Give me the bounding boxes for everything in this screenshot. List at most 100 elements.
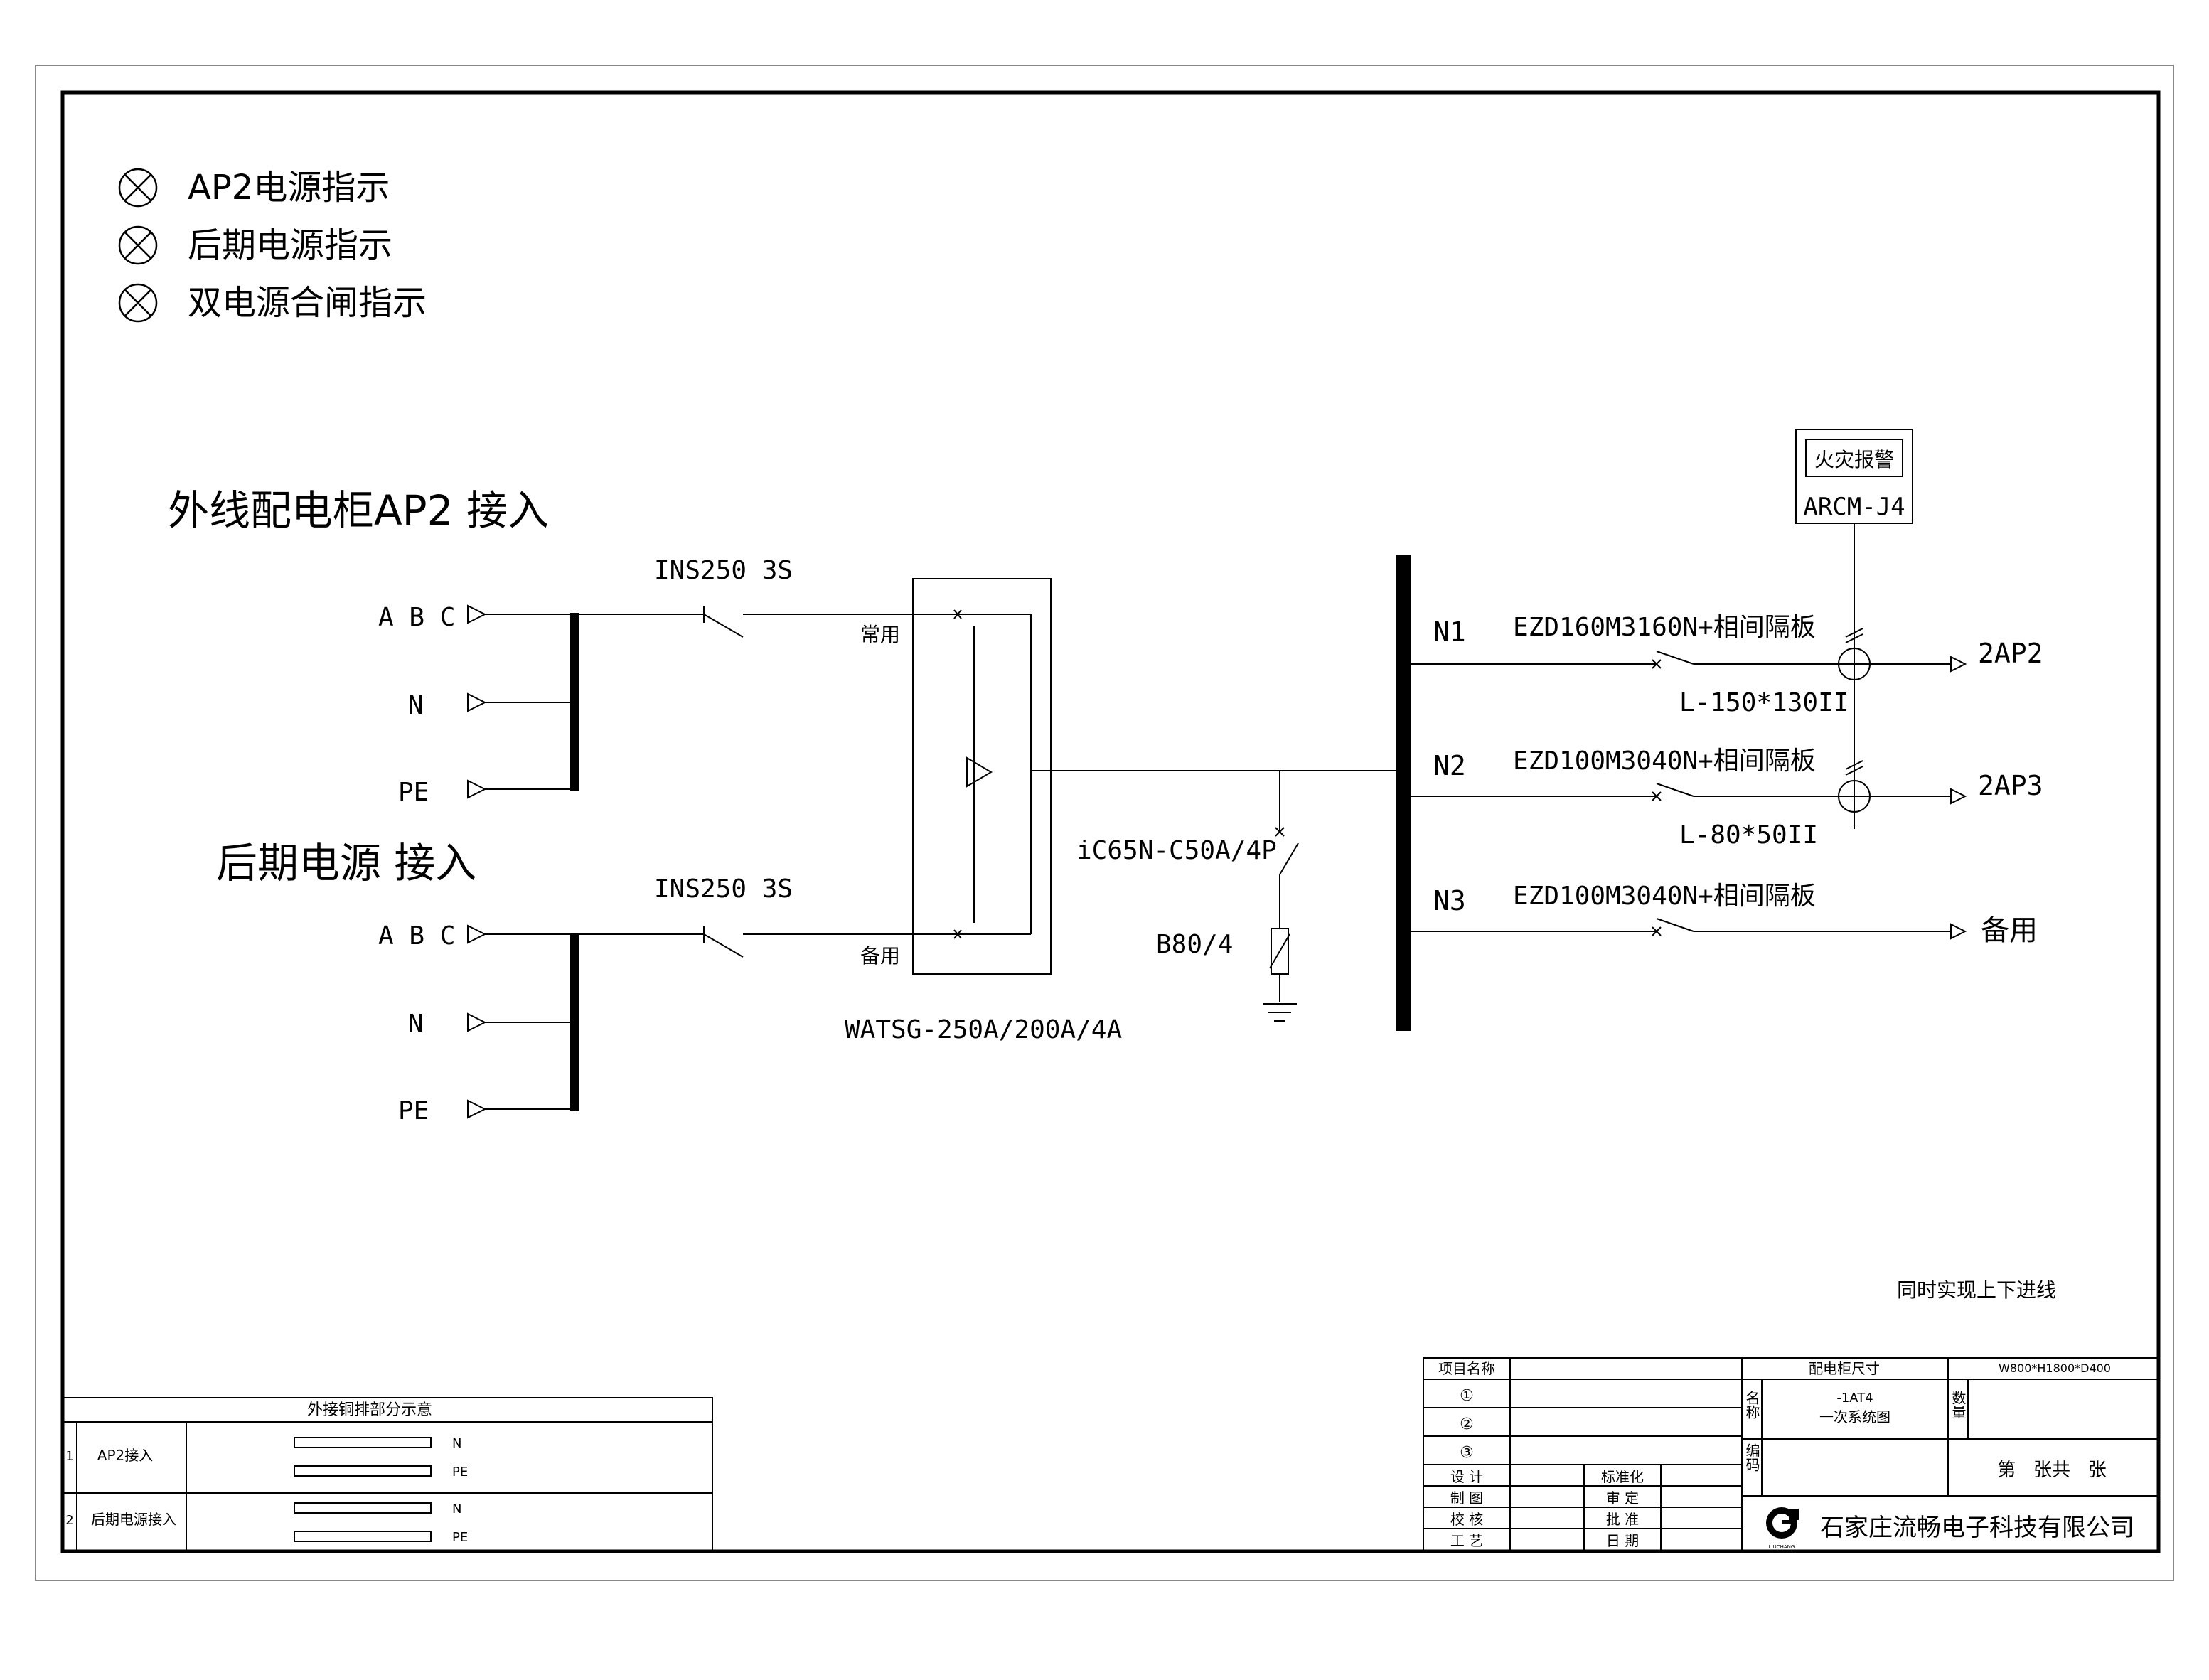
company-name: 石家庄流畅电子科技有限公司: [1820, 1514, 2134, 1542]
feeder-n3: N3 EZD100M3040N+相间隔板 备用: [1411, 882, 2038, 947]
fire-alarm-label: 火灾报警: [1814, 448, 1894, 471]
ats-model: WATSG-250A/200A/4A: [845, 1015, 1122, 1044]
feeder-destination: 备用: [1981, 914, 2038, 947]
breaker-contact: [703, 933, 744, 958]
current-transformer-icon: [1838, 648, 1871, 680]
logo-text: LIUCHANG: [1769, 1544, 1795, 1550]
ct-tick: [1845, 760, 1863, 770]
indicator-lamp-icon: [118, 225, 158, 265]
bar-label: PE: [452, 1530, 468, 1545]
breaker-contact: [703, 614, 744, 638]
breaker-contact: [1656, 783, 1694, 797]
feeder-id: N1: [1433, 616, 1466, 648]
phase-label-n: N: [408, 691, 424, 720]
ats-switch: WATSG-250A/200A/4A: [845, 578, 1122, 1044]
breaker-contact: [1656, 651, 1694, 665]
ats-enclosure: [912, 578, 1052, 975]
ats-actuator-icon: [966, 756, 993, 788]
legend-item-3: 双电源合闸指示: [118, 283, 427, 323]
bar-label: N: [452, 1502, 461, 1516]
legend: AP2电源指示 后期电源指示 双电源合闸指示: [118, 168, 427, 323]
bar-label: N: [452, 1436, 461, 1451]
note-text: 同时实现上下进线: [1897, 1278, 2056, 1302]
incoming-source-2: 后期电源 接入 A B C N PE INS250 3S 备用: [216, 839, 957, 1125]
copper-table-title: 外接铜排部分示意: [307, 1401, 432, 1419]
copper-bar-table: 外接铜排部分示意 1 AP2接入 N PE 2 后期电源接入 N PE: [62, 1397, 713, 1552]
feeder-destination: 2AP2: [1978, 638, 2043, 669]
incoming-busbar: [570, 933, 579, 1111]
feeder-breaker-label: EZD100M3040N+相间隔板: [1513, 882, 1816, 911]
name-label: 名称: [1743, 1391, 1760, 1419]
feeder-destination: 2AP3: [1978, 770, 2043, 801]
phase-label-abc: A B C: [378, 603, 455, 632]
breaker-label: INS250 3S: [654, 556, 793, 585]
row-number: 2: [65, 1513, 73, 1528]
legend-label: AP2电源指示: [188, 168, 390, 208]
feeder-id: N2: [1433, 750, 1466, 781]
terminal-arrow-icon: [467, 779, 487, 799]
feeder-ct-label: L-80*50II: [1679, 820, 1818, 850]
breaker-x-mark: [1652, 926, 1662, 936]
standard-label: 标准化: [1601, 1468, 1644, 1485]
indicator-lamp-icon: [118, 168, 158, 208]
incoming-busbar: [570, 613, 579, 791]
surge-breaker-label: iC65N-C50A/4P: [1076, 836, 1277, 865]
check-label: 校 核: [1450, 1511, 1483, 1528]
design-label: 设 计: [1450, 1468, 1483, 1485]
terminal-arrow-icon: [467, 692, 487, 712]
terminal-arrow-icon: [467, 1012, 487, 1032]
breaker-label: INS250 3S: [654, 874, 793, 904]
source-title: 后期电源 接入: [216, 839, 476, 887]
terminal-arrow-icon: [467, 1099, 487, 1119]
current-transformer-icon: [1838, 780, 1871, 813]
row-name: 后期电源接入: [91, 1511, 176, 1528]
name-value-code: -1AT4: [1836, 1391, 1873, 1406]
row-number: 1: [65, 1449, 73, 1464]
approve-label: 批 准: [1606, 1511, 1639, 1528]
copper-bar: [294, 1437, 432, 1448]
company-logo-icon: LIUCHANG: [1766, 1507, 1799, 1550]
terminal-arrow-icon: [467, 924, 487, 944]
outgoing-arrow-icon: [1950, 656, 1967, 673]
surge-arrester-label: B80/4: [1156, 930, 1233, 959]
copper-bar: [294, 1465, 432, 1477]
code-label: 编码: [1743, 1443, 1760, 1472]
phase-label-abc: A B C: [378, 921, 455, 951]
title-block: 项目名称 ① ② ③ 设 计 制 图 校 核 工 艺 标准化 审 定 批 准 日…: [1423, 1357, 2159, 1552]
row-name: AP2接入: [97, 1447, 153, 1464]
cabinet-size-value: W800*H1800*D400: [1999, 1361, 2111, 1375]
indicator-lamp-icon: [118, 283, 158, 323]
incoming-source-1: 外线配电柜AP2 接入 A B C N PE INS250 3S 常用: [168, 486, 957, 807]
breaker-x-mark: [1652, 659, 1662, 669]
terminal-arrow-icon: [467, 604, 487, 624]
breaker-x-mark: [1275, 827, 1285, 837]
surge-protection: iC65N-C50A/4P B80/4: [1076, 771, 1299, 1022]
breaker-x-mark: [1652, 791, 1662, 801]
project-name-label: 项目名称: [1438, 1360, 1495, 1377]
source-title: 外线配电柜AP2 接入: [168, 486, 549, 535]
arrester-slash: [1269, 933, 1290, 969]
ct-tick: [1845, 766, 1863, 776]
contact-label-standby: 备用: [860, 944, 900, 968]
cabinet-size-label: 配电柜尺寸: [1809, 1360, 1880, 1377]
legend-item-1: AP2电源指示: [118, 168, 390, 208]
legend-label: 双电源合闸指示: [188, 283, 427, 323]
draw-label: 制 图: [1450, 1489, 1483, 1507]
craft-label: 工 艺: [1450, 1532, 1483, 1549]
feeder-n2: N2 EZD100M3040N+相间隔板 L-80*50II 2AP3: [1411, 747, 2043, 850]
project-item: ①: [1460, 1387, 1474, 1405]
ct-tick: [1845, 633, 1863, 643]
ct-tick: [1845, 628, 1863, 638]
sheet-count: 第 张共 张: [1997, 1460, 2107, 1481]
feeder-n1: N1 EZD160M3160N+相间隔板 L-150*130II 2AP2: [1411, 613, 2043, 717]
ats-x-mark: [953, 929, 962, 939]
outgoing-arrow-icon: [1950, 788, 1967, 805]
breaker-contact: [1279, 842, 1299, 875]
date-label: 日 期: [1606, 1532, 1639, 1549]
bar-label: PE: [452, 1465, 468, 1480]
project-item: ②: [1460, 1416, 1474, 1433]
project-item: ③: [1460, 1444, 1474, 1462]
phase-label-n: N: [408, 1010, 424, 1039]
feeder-id: N3: [1433, 885, 1466, 916]
